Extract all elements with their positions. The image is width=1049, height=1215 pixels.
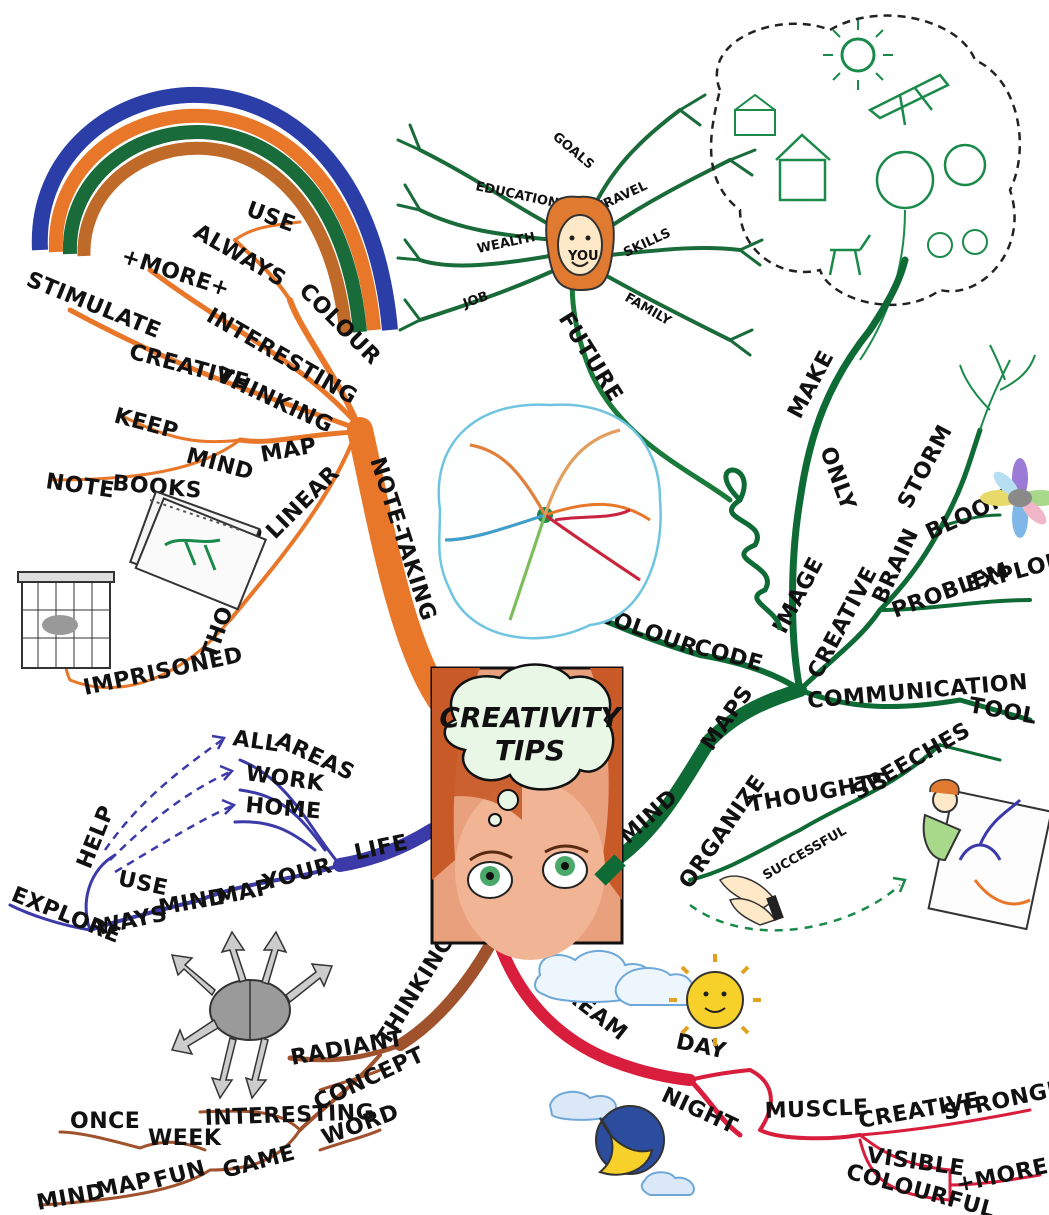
- word-once: ONCE: [70, 1109, 140, 1134]
- word-life: LIFE: [352, 830, 410, 866]
- word-home: HOME: [244, 793, 322, 825]
- word-mind: MIND: [615, 785, 683, 850]
- mind-maps-root: [594, 854, 626, 886]
- face-icon: YOU: [545, 195, 615, 292]
- word-game: GAME: [220, 1140, 298, 1183]
- word-linear: LINEAR: [262, 461, 345, 544]
- word-only: ONLY: [814, 444, 860, 515]
- moon-icon: [548, 1090, 695, 1196]
- presenter-icon: [922, 778, 1049, 931]
- word-week: WEEK: [148, 1126, 222, 1151]
- word-organize: ORGANIZE: [674, 771, 770, 894]
- word-mind: MIND: [35, 1179, 107, 1215]
- word-day: DAY: [674, 1029, 729, 1064]
- central-image: CREATIVITY TIPS: [430, 663, 624, 960]
- word-all: ALL: [231, 726, 281, 757]
- center-title-line1: CREATIVITY: [439, 701, 623, 734]
- word-mind: MIND: [157, 884, 229, 921]
- spring-icon: [723, 467, 783, 631]
- branch-thinking: THINKING RADIANT CONCEPT WORD INTERESTIN…: [35, 930, 496, 1215]
- hands-icon: [718, 875, 784, 926]
- word-code: CODE: [691, 635, 765, 677]
- word-stimulate: STIMULATE: [23, 267, 165, 344]
- tree-icon: [959, 344, 1036, 431]
- flower-icon: [980, 458, 1049, 538]
- word-muscle: MUSCLE: [764, 1095, 869, 1124]
- sun-icon: [534, 949, 761, 1046]
- center-title-line2: TIPS: [495, 734, 565, 767]
- word-tool: TOOL: [967, 693, 1039, 730]
- notebook-icon: [129, 490, 268, 611]
- word-fun: FUN: [151, 1156, 208, 1194]
- future-scene-icon: [709, 14, 1022, 361]
- word-more: +MORE+: [954, 1150, 1049, 1198]
- word-skills: SKILLS: [621, 226, 673, 261]
- word-storm: STORM: [893, 421, 958, 513]
- radiant-brain-icon: [170, 930, 334, 1100]
- word-use: USE: [116, 866, 170, 901]
- arrow-head-icon: [892, 876, 907, 893]
- word-you: YOU: [567, 249, 599, 264]
- word-goals: GOALS: [549, 130, 596, 173]
- branch-life: LIFE YOUR MAP MIND USE WAYS HELP EXPLORE…: [8, 726, 439, 949]
- word-explore: EXPLORE: [963, 544, 1049, 598]
- word-keep: KEEP: [111, 404, 180, 445]
- word-future: FUTURE: [553, 308, 628, 407]
- word-interesting: INTERESTING: [204, 1100, 374, 1131]
- word-note: NOTE: [44, 469, 116, 503]
- mind-map-sketch-icon: [437, 403, 662, 640]
- dashed-arrow: [689, 884, 901, 932]
- word-successful: SUCCESSFUL: [761, 824, 850, 884]
- word-thoughts: THOUGHTS: [747, 769, 891, 818]
- word-job: JOB: [460, 289, 490, 312]
- rainbow-icon: [31, 87, 398, 335]
- cage-icon: [17, 571, 115, 669]
